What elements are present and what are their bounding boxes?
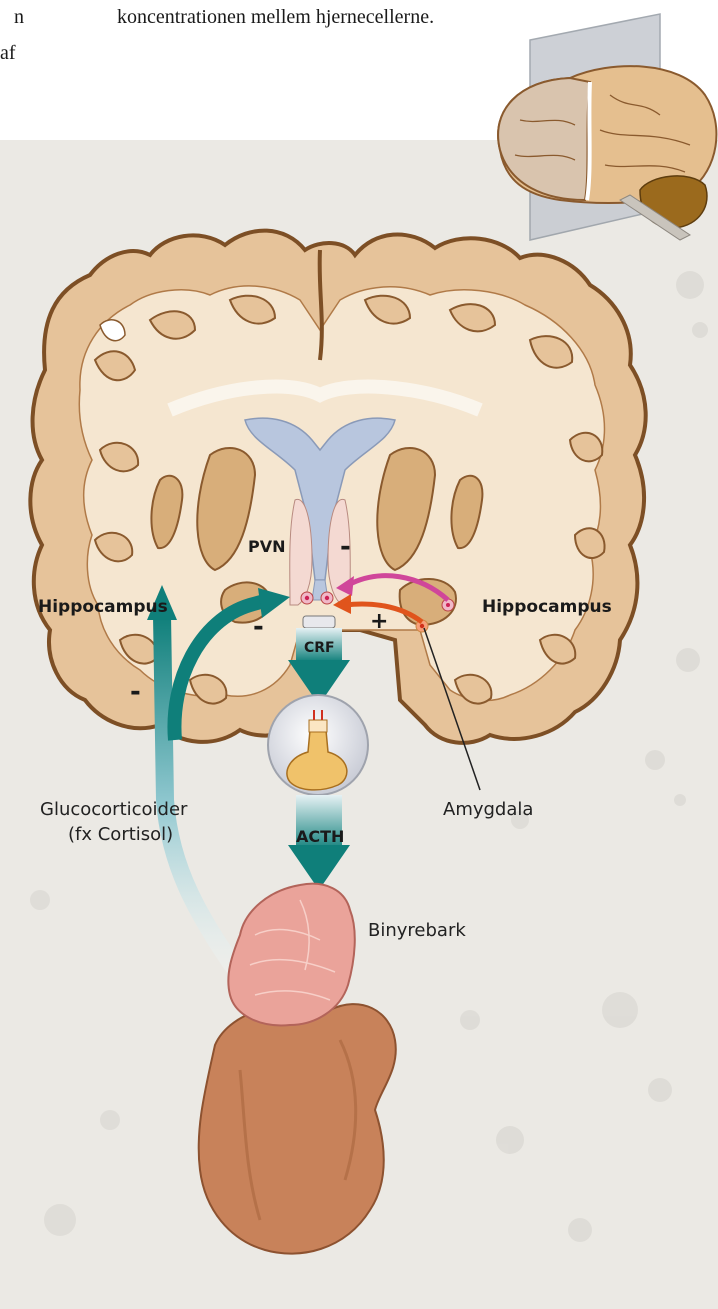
label-glucocorticoids-1: Glucocorticoider — [40, 799, 188, 820]
label-minus-left: - — [253, 612, 264, 642]
label-minus-lower-left: - — [130, 677, 141, 707]
label-hippocampus-left: Hippocampus — [38, 597, 168, 617]
label-glucocorticoids-2: (fx Cortisol) — [68, 824, 173, 845]
label-hippocampus-right: Hippocampus — [482, 597, 612, 617]
label-acth: ACTH — [296, 827, 344, 846]
reference-brain-thumbnail — [498, 14, 716, 240]
label-binyrebark: Binyrebark — [368, 920, 466, 941]
kidney — [199, 1004, 396, 1253]
label-plus: + — [370, 609, 388, 634]
label-amygdala: Amygdala — [443, 799, 533, 820]
label-crf: CRF — [304, 640, 335, 656]
label-pvn: PVN — [248, 537, 286, 556]
label-minus-pvn: - — [340, 532, 351, 562]
